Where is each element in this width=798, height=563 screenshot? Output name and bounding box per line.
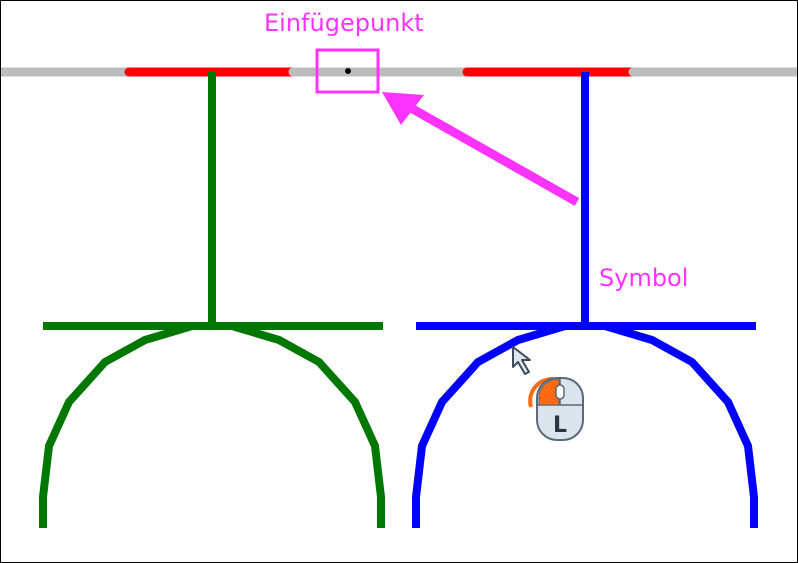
mouse-wheel bbox=[555, 384, 565, 400]
reference-symbol-arc bbox=[39, 322, 385, 528]
placed-symbol-arc bbox=[412, 322, 758, 528]
mouse-left-click-icon: L bbox=[512, 346, 584, 441]
insertion-point-dot bbox=[345, 68, 351, 74]
arrow-head bbox=[382, 92, 424, 125]
mouse-button-letter: L bbox=[553, 413, 567, 438]
reference-symbol bbox=[39, 72, 385, 528]
cursor-arrow-icon bbox=[512, 346, 531, 375]
mouse-body: L bbox=[536, 377, 584, 441]
arrow-to-insertion-point bbox=[382, 92, 580, 206]
insertion-point-label: Einfügepunkt bbox=[264, 9, 424, 37]
insertion-point-icon bbox=[315, 48, 380, 94]
arrow-shaft bbox=[408, 104, 580, 206]
mouse-left-button bbox=[538, 378, 560, 406]
symbol-label: Symbol bbox=[599, 264, 689, 292]
placed-symbol bbox=[412, 72, 758, 528]
insertion-point-box bbox=[315, 48, 380, 94]
